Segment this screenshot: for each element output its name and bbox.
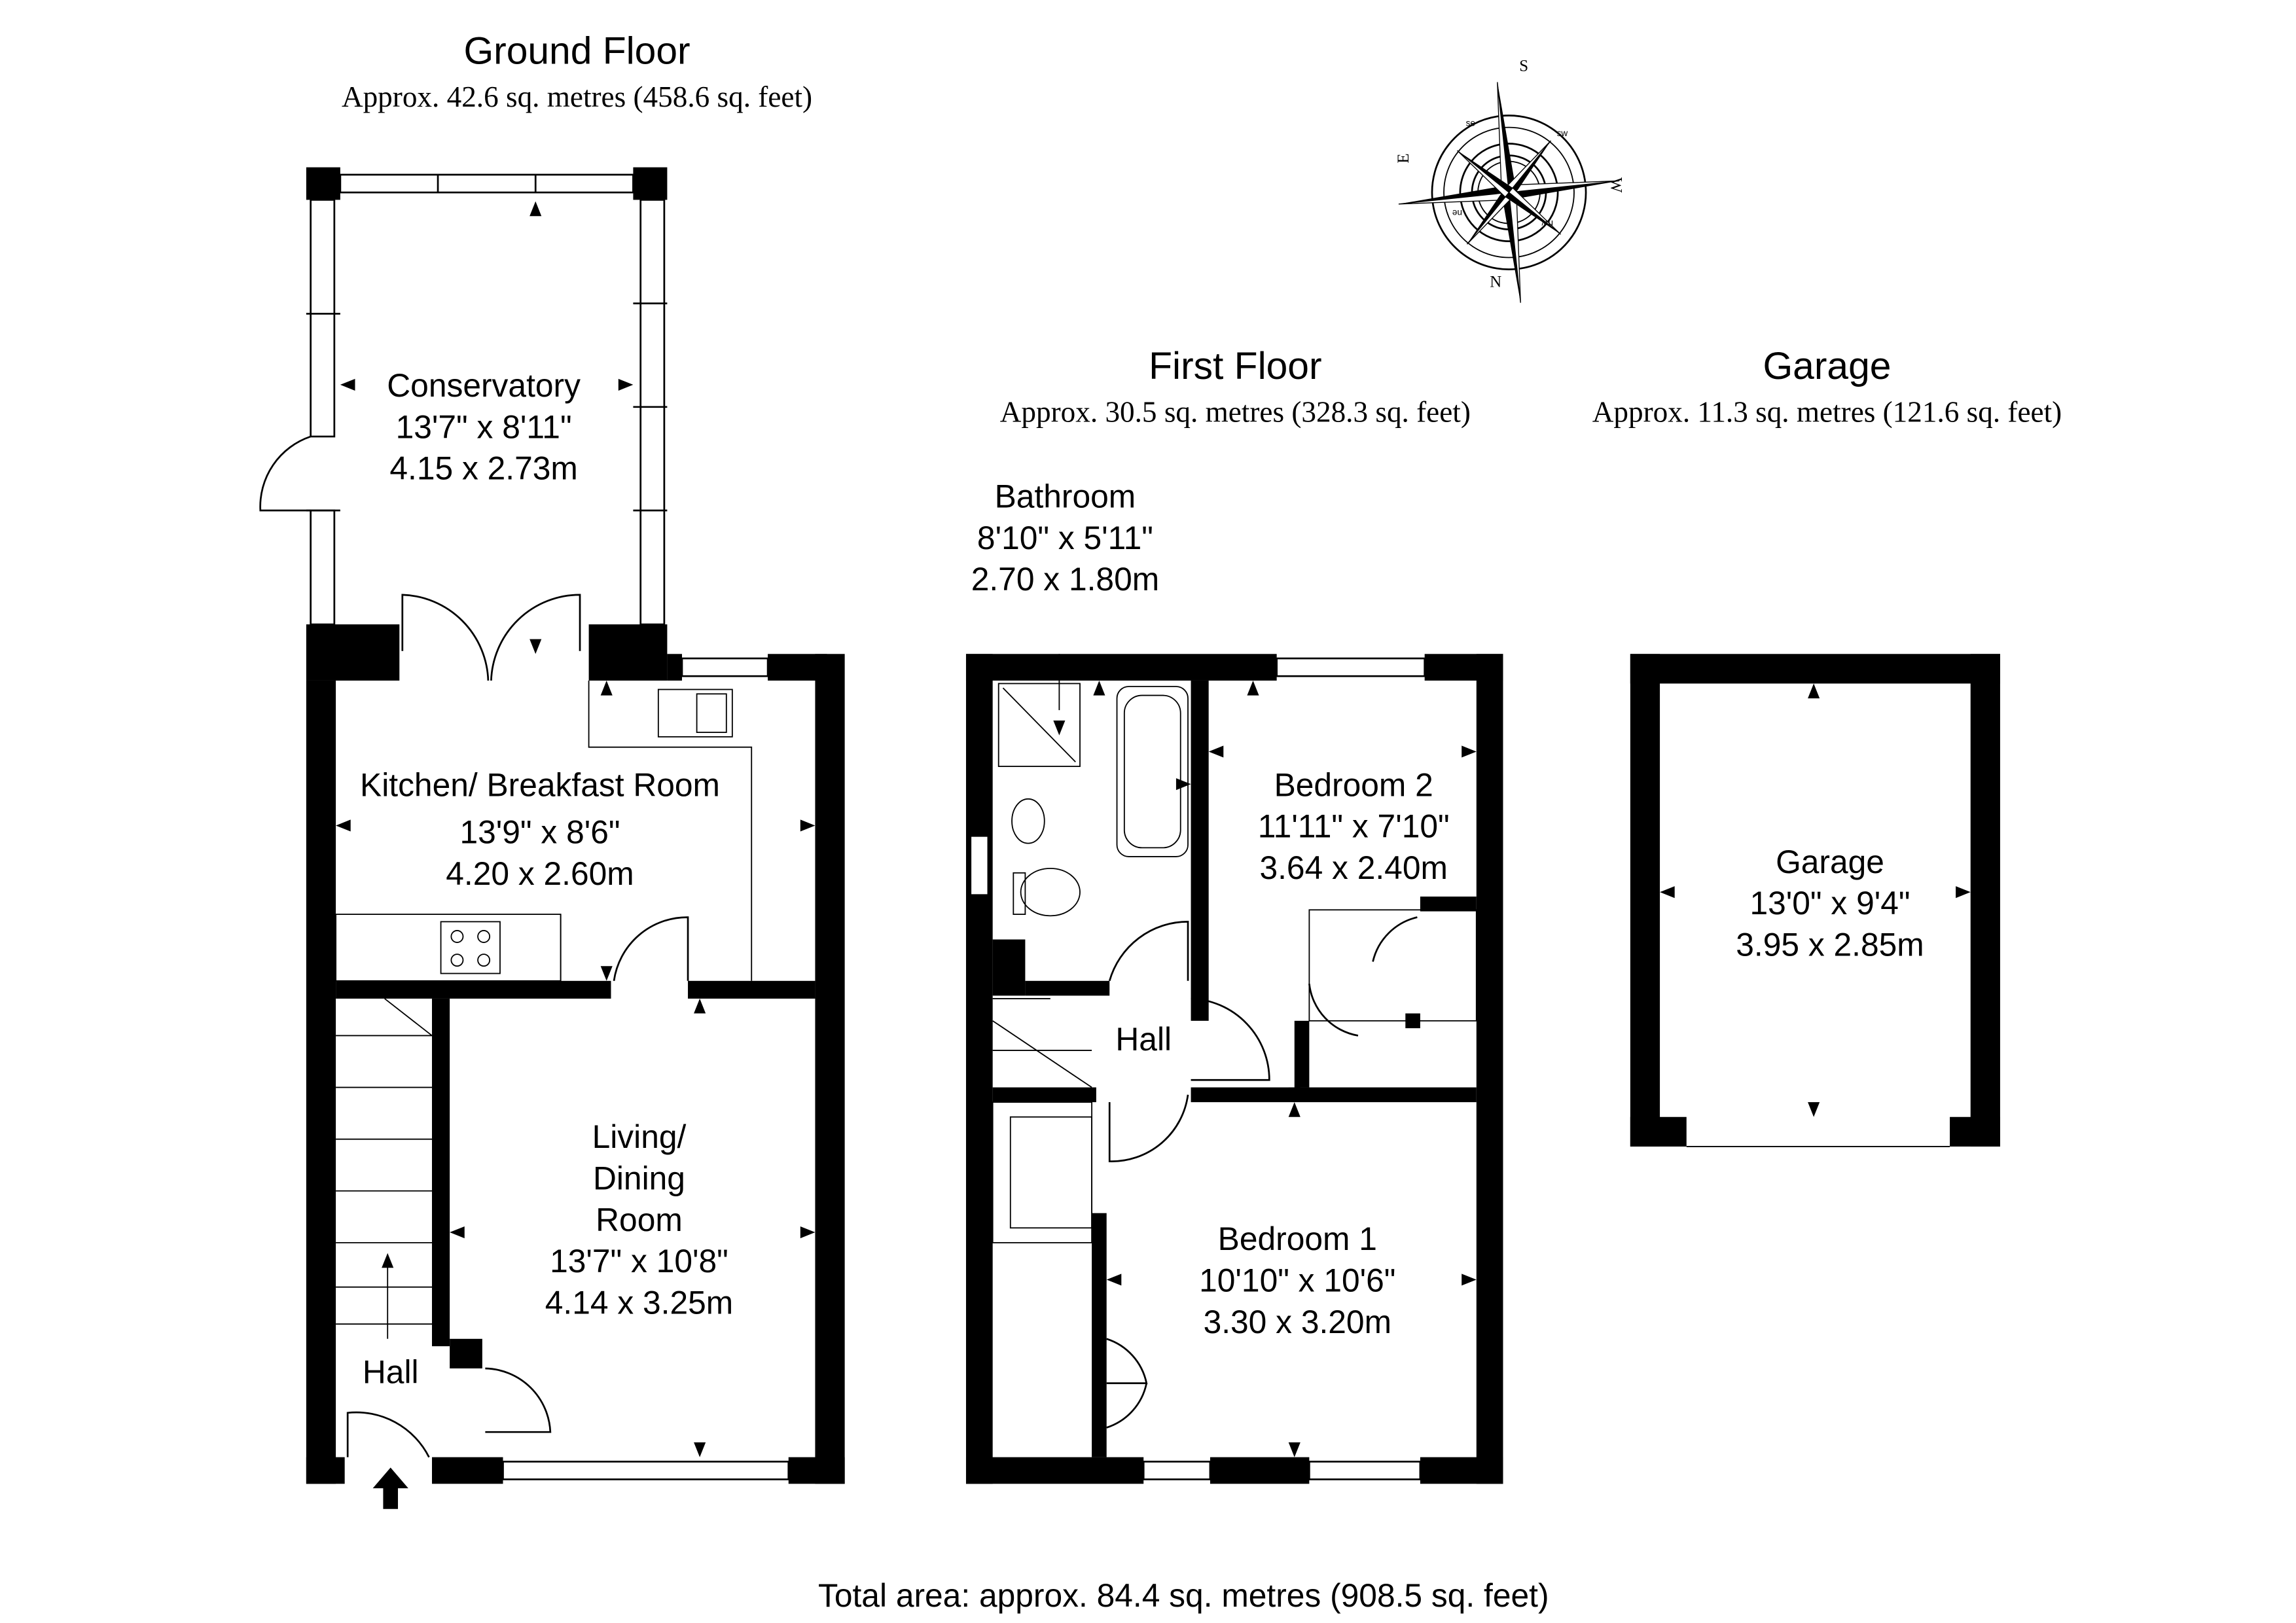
garage-area: Approx. 11.3 sq. metres (121.6 sq. feet): [1592, 395, 2062, 428]
compass-label-nw: nw: [1541, 219, 1553, 228]
room-size-imperial-kitchen: 13'9" x 8'6": [459, 814, 620, 851]
room-size-imperial-bedroom-2: 11'11" x 7'10": [1258, 808, 1450, 845]
room-size-metric-conservatory: 4.15 x 2.73m: [389, 450, 577, 487]
room-size-imperial-bedroom-1: 10'10" x 10'6": [1199, 1262, 1395, 1298]
ground-floor-area: Approx. 42.6 sq. metres (458.6 sq. feet): [342, 80, 812, 113]
room-name-kitchen: Kitchen/ Breakfast Room: [360, 766, 720, 803]
compass-label-s: S: [1519, 58, 1528, 75]
room-name-garage: Garage: [1776, 844, 1884, 880]
room-size-imperial-garage: 13'0" x 9'4": [1749, 885, 1910, 921]
room-name-ground-hall: Hall: [363, 1354, 419, 1391]
garage-title: Garage: [1763, 345, 1891, 387]
room-name-bedroom-2: Bedroom 2: [1274, 766, 1433, 803]
room-name-living-line3: Room: [596, 1202, 683, 1238]
room-size-imperial-bathroom: 8'10" x 5'11": [977, 520, 1153, 556]
compass-label-w: W: [1607, 177, 1624, 193]
first-floor-area: Approx. 30.5 sq. metres (328.3 sq. feet): [1000, 395, 1471, 428]
room-size-imperial-conservatory: 13'7" x 8'11": [396, 408, 572, 445]
compass-rose-icon: [1398, 82, 1620, 303]
compass-label-ne: ne: [1452, 208, 1462, 218]
room-name-first-hall: Hall: [1115, 1021, 1172, 1058]
room-name-living-line1: Living/: [592, 1118, 687, 1155]
room-name-bedroom-1: Bedroom 1: [1218, 1221, 1377, 1257]
room-size-metric-bedroom-1: 3.30 x 3.20m: [1204, 1304, 1391, 1340]
room-size-metric-kitchen: 4.20 x 2.60m: [446, 855, 634, 892]
compass-label-e: E: [1395, 153, 1412, 163]
room-size-metric-living: 4.14 x 3.25m: [545, 1284, 733, 1321]
room-size-metric-bedroom-2: 3.64 x 2.40m: [1259, 849, 1447, 886]
room-name-conservatory: Conservatory: [387, 367, 581, 404]
room-size-imperial-living: 13'7" x 10'8": [550, 1243, 728, 1279]
ground-floor-title: Ground Floor: [463, 29, 690, 72]
first-floor-title: First Floor: [1149, 345, 1321, 387]
ground-floor-plan: [259, 167, 845, 1509]
room-size-metric-garage: 3.95 x 2.85m: [1736, 926, 1924, 963]
dimension-arrows: [336, 201, 1971, 1457]
room-name-living-line2: Dining: [593, 1160, 685, 1197]
first-floor-plan: [965, 654, 1503, 1484]
compass-label-se: se: [1466, 118, 1475, 128]
room-name-bathroom: Bathroom: [995, 478, 1136, 515]
garage-plan: [1630, 654, 2000, 1147]
room-size-metric-bathroom: 2.70 x 1.80m: [971, 561, 1159, 597]
compass-label-sw: sw: [1557, 128, 1568, 138]
total-area: Total area: approx. 84.4 sq. metres (908…: [818, 1577, 1549, 1614]
compass-label-n: N: [1490, 274, 1501, 291]
